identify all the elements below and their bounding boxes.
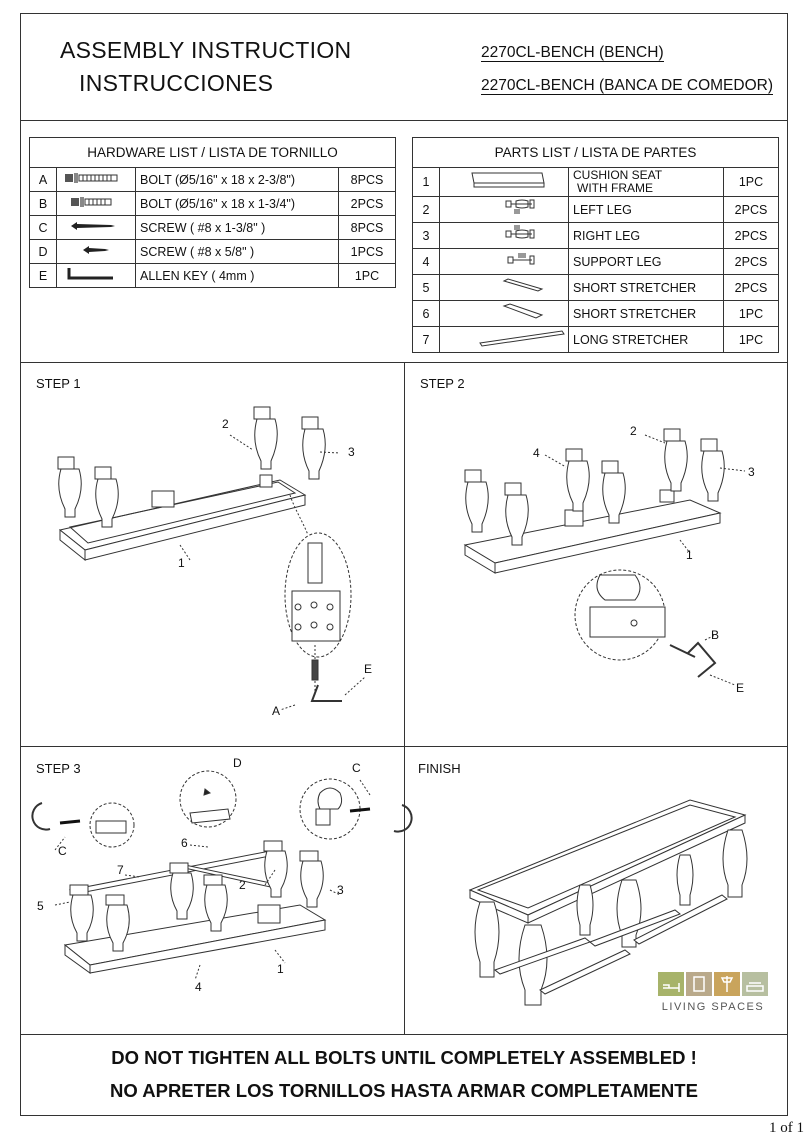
callout-2: 2 [630, 424, 637, 438]
divider [404, 362, 405, 1034]
callout-c: C [352, 761, 361, 775]
divider [20, 1034, 788, 1035]
allen-key-icon [56, 263, 136, 288]
parts-table: PARTS LIST / LISTA DE PARTES 1 CUSHION S… [412, 137, 779, 353]
logo-bed-icon [658, 972, 684, 996]
bolt-icon [56, 167, 136, 192]
logo-cabinet-icon [686, 972, 712, 996]
callout-1: 1 [686, 548, 693, 562]
hardware-table: HARDWARE LIST / LISTA DE TORNILLO A BOLT… [29, 137, 396, 288]
stretcher-icon [439, 300, 569, 327]
callout-2: 2 [222, 417, 229, 431]
callout-4: 4 [195, 980, 202, 994]
screw-icon [56, 215, 136, 240]
callout-e: E [364, 662, 372, 676]
screw-icon [56, 239, 136, 264]
callout-5: 5 [37, 899, 44, 913]
step-1-illustration: 1 2 3 A E [57, 406, 372, 718]
callout-d: D [233, 756, 242, 770]
model-es: 2270CL-BENCH (BANCA DE COMEDOR) [481, 77, 773, 95]
page-number: 1 of 1 [769, 1120, 804, 1136]
callout-c: C [58, 844, 67, 858]
callout-6: 6 [181, 836, 188, 850]
callout-1: 1 [277, 962, 284, 976]
callout-1: 1 [178, 556, 185, 570]
finish-illustration: LIVING SPACES [468, 799, 768, 1013]
logo-text: LIVING SPACES [662, 1001, 764, 1013]
seat-icon [439, 167, 569, 197]
step-3-label: STEP 3 [36, 761, 81, 776]
step-1-label: STEP 1 [36, 376, 81, 391]
table-row: A BOLT (Ø5/16" x 18 x 2-3/8")8PCS [29, 167, 396, 192]
callout-7: 7 [117, 863, 124, 877]
warning-en: DO NOT TIGHTEN ALL BOLTS UNTIL COMPLETEL… [111, 1047, 697, 1068]
step-3-illustration: D C C 6 7 5 2 3 1 4 [31, 756, 413, 994]
parts-heading: PARTS LIST / LISTA DE PARTES [412, 137, 779, 168]
table-row: D SCREW ( #8 x 5/8" )1PCS [29, 239, 396, 264]
bolt-icon [56, 191, 136, 216]
warning-es: NO APRETER LOS TORNILLOS HASTA ARMAR COM… [110, 1080, 698, 1101]
callout-e: E [736, 681, 744, 695]
callout-b: B [711, 628, 719, 642]
title-es: INSTRUCCIONES [79, 70, 274, 96]
leg-icon [439, 222, 569, 249]
leg-icon [439, 196, 569, 223]
divider [20, 120, 788, 121]
callout-3: 3 [337, 883, 344, 897]
leg-icon [439, 248, 569, 275]
stretcher-icon [439, 326, 569, 353]
callout-3: 3 [748, 465, 755, 479]
table-row: E ALLEN KEY ( 4mm )1PC [29, 263, 396, 288]
model-en: 2270CL-BENCH (BENCH) [481, 44, 664, 62]
callout-a: A [272, 704, 280, 718]
page-frame [20, 13, 788, 1116]
table-row: C SCREW ( #8 x 1-3/8" )8PCS [29, 215, 396, 240]
finish-label: FINISH [418, 761, 461, 776]
logo-sofa-icon [742, 972, 768, 996]
step-2-illustration: 4 2 3 1 B E [463, 424, 755, 695]
callout-4: 4 [533, 446, 540, 460]
title-en: ASSEMBLY INSTRUCTION [60, 37, 352, 63]
hardware-heading: HARDWARE LIST / LISTA DE TORNILLO [29, 137, 396, 168]
living-spaces-logo: LIVING SPACES [658, 972, 768, 1013]
callout-2: 2 [239, 878, 246, 892]
table-row: B BOLT (Ø5/16" x 18 x 1-3/4")2PCS [29, 191, 396, 216]
step-2-label: STEP 2 [420, 376, 465, 391]
callout-3: 3 [348, 445, 355, 459]
stretcher-icon [439, 274, 569, 301]
